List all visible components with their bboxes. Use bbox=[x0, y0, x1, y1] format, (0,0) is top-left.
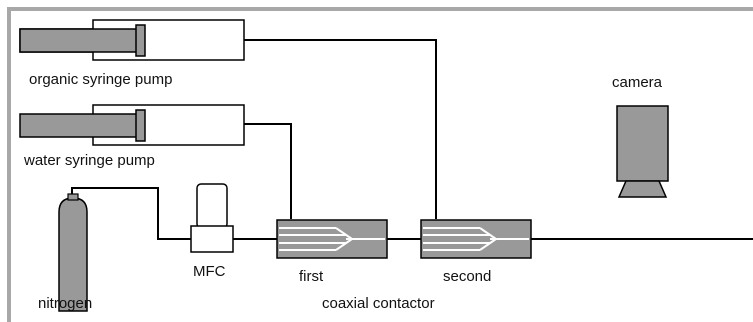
second-contactor-icon bbox=[420, 219, 532, 259]
water-syringe-pump bbox=[19, 104, 245, 146]
coaxial-contactor-label: coaxial contactor bbox=[322, 295, 435, 312]
first-contactor-label: first bbox=[299, 268, 324, 285]
first-contactor-icon bbox=[276, 219, 388, 259]
frame-border bbox=[7, 7, 753, 322]
water-line bbox=[244, 123, 292, 219]
second-contactor-label: second bbox=[443, 268, 492, 285]
nitrogen-line bbox=[71, 187, 191, 240]
tubing bbox=[71, 39, 753, 240]
water-pump-label: water syringe pump bbox=[24, 152, 155, 169]
organic-line bbox=[244, 39, 437, 219]
camera-label: camera bbox=[612, 74, 663, 91]
organic-pump-label: organic syringe pump bbox=[29, 71, 173, 88]
organic-syringe-pump bbox=[19, 19, 245, 61]
mfc-icon bbox=[190, 183, 234, 253]
nitrogen-cylinder-icon bbox=[58, 193, 88, 312]
mfc-label: MFC bbox=[193, 263, 226, 280]
nitrogen-label: nitrogen bbox=[38, 295, 93, 312]
camera-icon bbox=[616, 105, 669, 198]
